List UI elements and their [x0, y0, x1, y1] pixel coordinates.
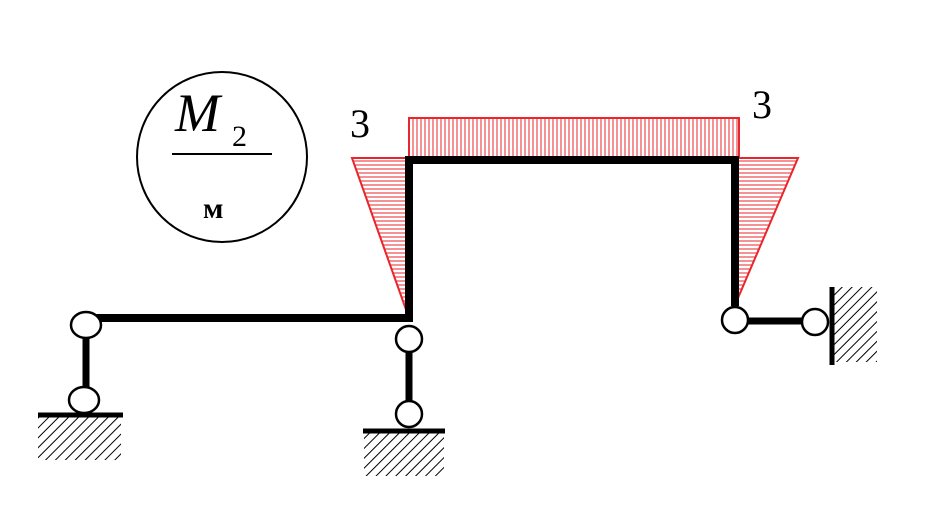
legend-circle — [136, 71, 308, 243]
middle-ground-hatch — [364, 433, 444, 476]
portal-frame — [405, 156, 739, 322]
frame — [86, 156, 739, 322]
diagram-legend: M 2 м — [136, 71, 308, 243]
right-outer-hinge — [800, 307, 830, 337]
right-wall-hatch — [834, 287, 877, 362]
middle-bottom-hinge — [394, 399, 424, 429]
middle-pinned-support — [363, 324, 445, 476]
left-bottom-hinge — [67, 385, 101, 415]
legend-subscript: 2 — [232, 120, 247, 153]
middle-top-hinge — [394, 324, 424, 354]
beam-moment-area — [408, 117, 740, 159]
value-label-left: 3 — [350, 101, 370, 146]
right-pinned-support — [720, 287, 877, 365]
value-label-right: 3 — [752, 82, 772, 127]
right-column-moment-area — [734, 157, 800, 306]
right-inner-hinge — [720, 305, 750, 335]
left-column-moment-area — [350, 157, 410, 319]
legend-symbol: M — [174, 83, 223, 143]
left-top-hinge — [69, 310, 103, 340]
left-pinned-support — [38, 310, 123, 460]
left-ground-hatch — [38, 417, 121, 460]
legend-unit: м — [203, 192, 223, 225]
